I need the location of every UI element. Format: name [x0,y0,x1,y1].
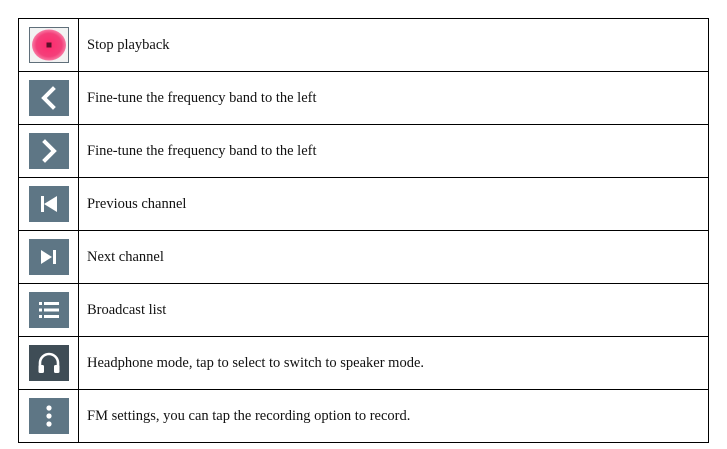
table-row: Stop playback [18,18,709,72]
icon-cell [18,18,79,72]
icon-description-table: Stop playback Fine-tune the frequency ba… [18,18,709,443]
icon-cell [18,230,79,284]
row-description: FM settings, you can tap the recording o… [78,389,709,443]
table-row: Headphone mode, tap to select to switch … [18,336,709,390]
icon-cell [18,124,79,178]
skip-next-icon [28,239,69,275]
table-row: Broadcast list [18,283,709,337]
list-icon [28,292,69,328]
row-description: Broadcast list [78,283,709,337]
table-row: Next channel [18,230,709,284]
icon-cell [18,71,79,125]
table-row: Previous channel [18,177,709,231]
chevron-left-icon [28,80,69,116]
icon-cell [18,389,79,443]
stop-record-icon [28,27,69,63]
skip-previous-icon [28,186,69,222]
row-description: Fine-tune the frequency band to the left [78,71,709,125]
more-vertical-icon [28,398,69,434]
icon-cell [18,336,79,390]
row-description: Stop playback [78,18,709,72]
row-description: Next channel [78,230,709,284]
table-row: Fine-tune the frequency band to the left [18,71,709,125]
chevron-right-icon [28,133,69,169]
icon-cell [18,283,79,337]
headphone-icon [28,345,69,381]
row-description: Headphone mode, tap to select to switch … [78,336,709,390]
table-row: FM settings, you can tap the recording o… [18,389,709,443]
row-description: Previous channel [78,177,709,231]
icon-cell [18,177,79,231]
table-row: Fine-tune the frequency band to the left [18,124,709,178]
row-description: Fine-tune the frequency band to the left [78,124,709,178]
